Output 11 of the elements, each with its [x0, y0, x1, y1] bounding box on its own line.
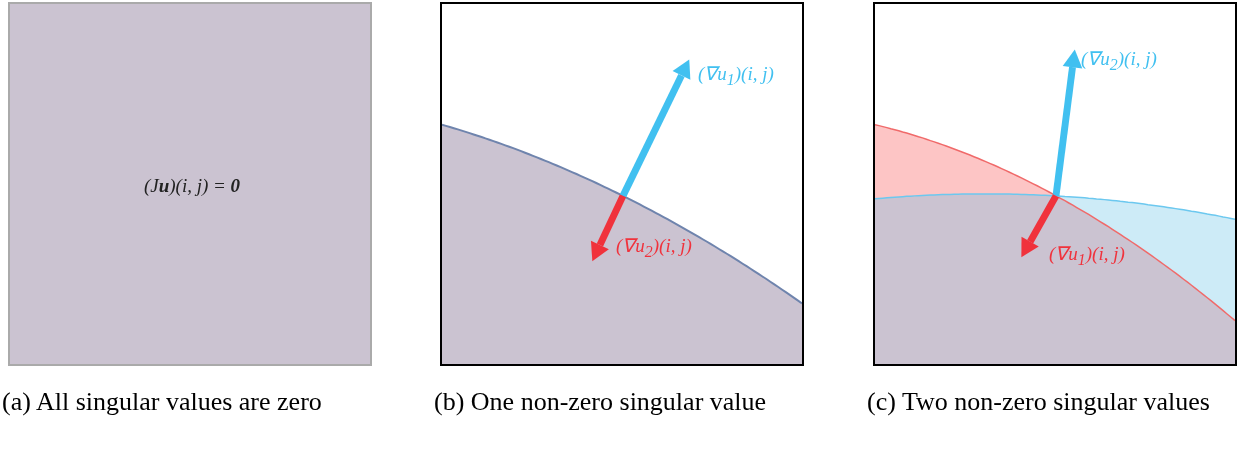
vector-label: (∇u$_{1}$)(i, j) [1049, 242, 1125, 269]
plot-panel [873, 2, 1237, 366]
vector-label: (∇u$_{2}$)(i, j) [616, 234, 692, 261]
figure-caption: (a) All singular values are zero [2, 386, 323, 417]
formula-text: (Ju)(i, j) = 0 [143, 175, 241, 197]
plot-panel [440, 2, 804, 366]
figure-caption: (b) One non-zero singular value [434, 386, 768, 417]
vector-label: (∇u$_{1}$)(i, j) [698, 62, 774, 89]
figure-caption: (c) Two non-zero singular values [867, 386, 1211, 417]
vector-label: (∇u$_{2}$)(i, j) [1081, 47, 1157, 74]
plot-panel [8, 2, 372, 366]
